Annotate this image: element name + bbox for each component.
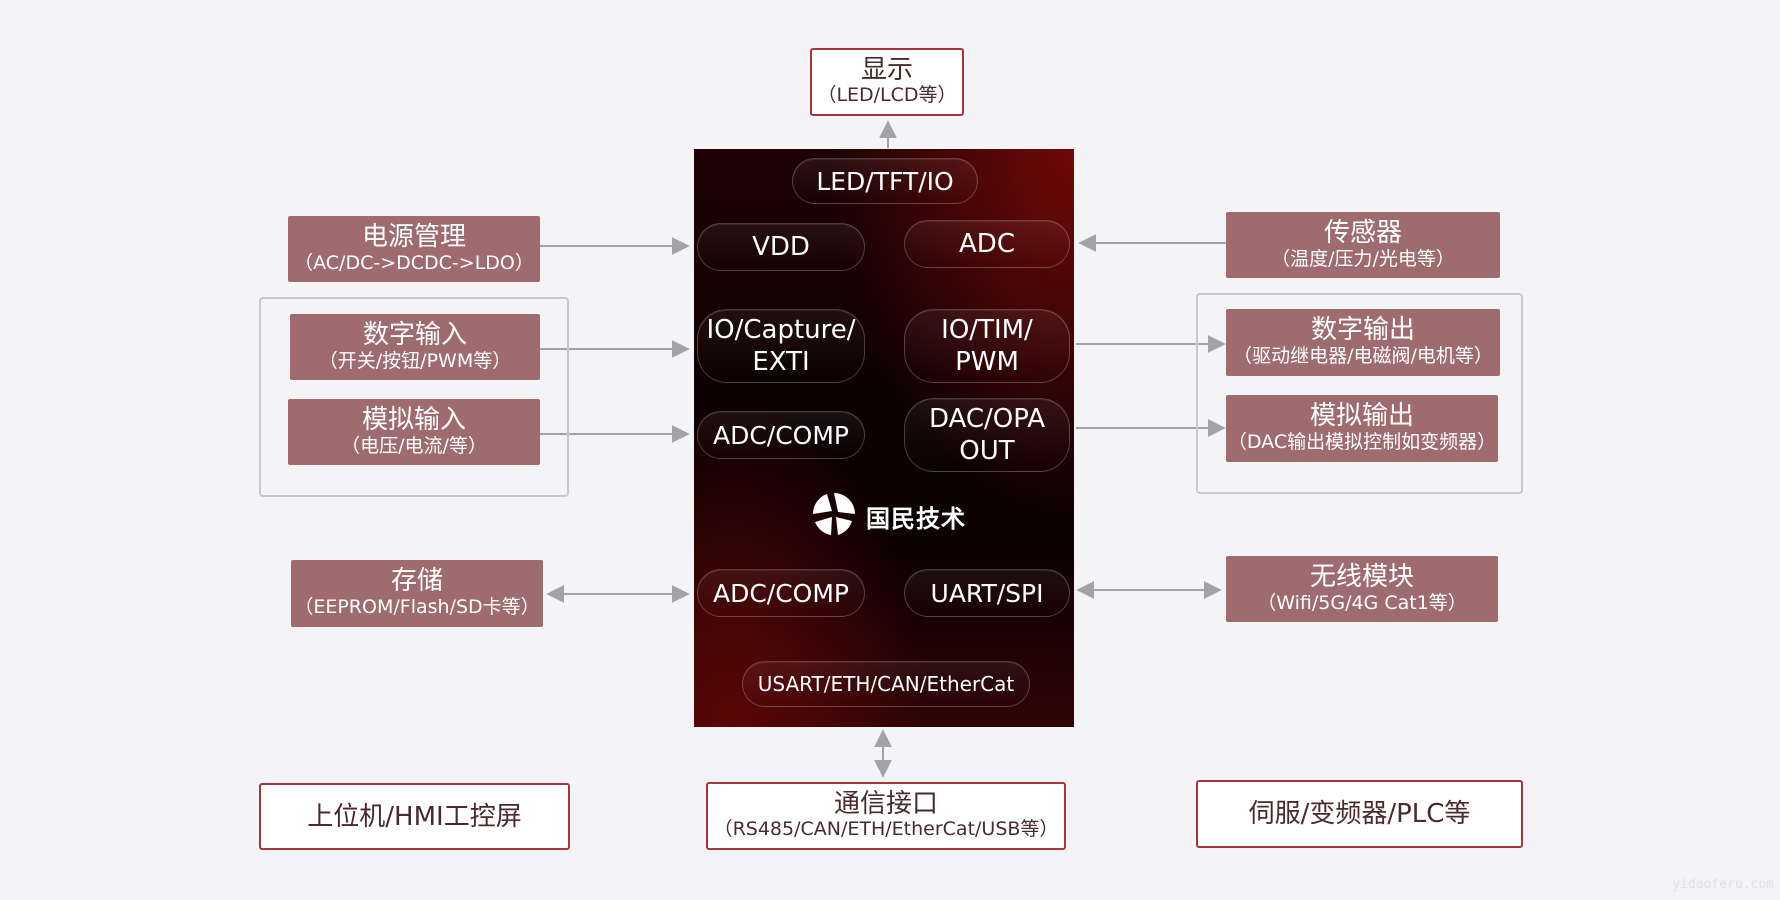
pill-led-tft-io: LED/TFT/IO (792, 158, 978, 204)
digital-input-sub: （开关/按钮/PWM等） (318, 350, 512, 372)
analog-input-sub: （电压/电流/等） (341, 435, 487, 457)
pill-usart-eth-can: USART/ETH/CAN/EtherCat (742, 661, 1030, 707)
comm-title: 通信接口 (833, 789, 938, 819)
sensor-title: 传感器 (1323, 218, 1402, 248)
pill-io-tim: IO/TIM/ PWM (904, 309, 1070, 383)
mcu-panel: LED/TFT/IO VDD ADC IO/Capture/ EXTI IO/T… (694, 149, 1074, 727)
analog-input-block: 模拟输入 （电压/电流/等） (288, 399, 540, 465)
power-sub: （AC/DC->DCDC->LDO） (294, 252, 534, 274)
company-logo-icon (812, 493, 855, 535)
analog-input-title: 模拟输入 (361, 405, 466, 435)
display-box: 显示 （LED/LCD等） (810, 48, 964, 116)
storage-sub: （EEPROM/Flash/SD卡等） (294, 596, 540, 618)
pill-io-capture: IO/Capture/ EXTI (697, 309, 865, 383)
comm-box: 通信接口 （RS485/CAN/ETH/EtherCat/USB等） (706, 782, 1066, 850)
digital-input-block: 数字输入 （开关/按钮/PWM等） (290, 314, 540, 380)
watermark: yidaoferu.com (1672, 877, 1774, 892)
power-block: 电源管理 （AC/DC->DCDC->LDO） (288, 216, 540, 282)
display-title: 显示 (860, 55, 913, 85)
hmi-box: 上位机/HMI工控屏 (259, 783, 570, 850)
comm-sub: （RS485/CAN/ETH/EtherCat/USB等） (713, 818, 1059, 840)
pill-adc-comp-2: ADC/COMP (697, 569, 865, 617)
pill-adc-comp-1: ADC/COMP (697, 411, 865, 459)
digital-output-block: 数字输出 （驱动继电器/电磁阀/电机等） (1226, 309, 1500, 376)
sensor-sub: （温度/压力/光电等） (1271, 248, 1455, 270)
analog-output-title: 模拟输出 (1309, 401, 1414, 431)
power-title: 电源管理 (361, 222, 466, 252)
pill-vdd: VDD (697, 223, 865, 271)
pill-dac-opa: DAC/OPA OUT (904, 398, 1070, 472)
input-group-frame (259, 297, 569, 497)
analog-output-sub: （DAC输出模拟控制如变频器） (1227, 431, 1497, 453)
storage-title: 存储 (390, 566, 443, 596)
digital-output-title: 数字输出 (1310, 315, 1415, 345)
wireless-title: 无线模块 (1309, 562, 1414, 592)
sensor-block: 传感器 （温度/压力/光电等） (1226, 212, 1500, 278)
servo-title: 伺服/变频器/PLC等 (1248, 799, 1471, 829)
servo-box: 伺服/变频器/PLC等 (1196, 780, 1523, 848)
storage-block: 存储 （EEPROM/Flash/SD卡等） (291, 560, 543, 627)
company-logo-text: 国民技术 (866, 505, 966, 533)
pill-adc: ADC (904, 220, 1070, 268)
hmi-title: 上位机/HMI工控屏 (307, 801, 522, 832)
digital-output-sub: （驱动继电器/电磁阀/电机等） (1233, 345, 1493, 367)
digital-input-title: 数字输入 (362, 320, 467, 350)
wireless-sub: （Wifi/5G/4G Cat1等） (1257, 592, 1467, 614)
display-sub: （LED/LCD等） (817, 84, 957, 106)
analog-output-block: 模拟输出 （DAC输出模拟控制如变频器） (1226, 395, 1498, 462)
output-group-frame (1196, 293, 1523, 494)
wireless-block: 无线模块 （Wifi/5G/4G Cat1等） (1226, 556, 1498, 622)
pill-uart-spi: UART/SPI (904, 569, 1070, 617)
